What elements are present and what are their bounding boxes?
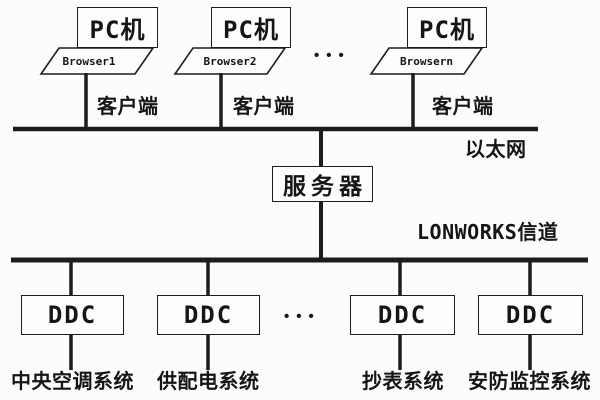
- pc-node-3-label: PC机: [419, 16, 475, 44]
- ddc-node-1-label: DDC: [47, 301, 98, 329]
- controllers-ellipsis: •••: [284, 308, 321, 325]
- pc-node-1: PC机: [77, 7, 158, 48]
- client-role-1-label: 客户端: [97, 96, 159, 118]
- ethernet-label: 以太网: [465, 139, 527, 161]
- clients-ellipsis: •••: [314, 47, 351, 64]
- system-4-label: 安防监控系统: [468, 371, 591, 393]
- browser-3-label: Browsern: [400, 54, 453, 68]
- browser-1-label: Browser1: [62, 54, 116, 68]
- laptop-tray-2-shape: [173, 47, 287, 75]
- pc-node-1-label: PC机: [89, 16, 146, 44]
- ddc-node-3-label: DDC: [377, 301, 428, 329]
- ddc-node-2: DDC: [157, 295, 260, 335]
- ddc-node-4: DDC: [478, 295, 583, 335]
- pc-node-3: PC机: [407, 7, 487, 48]
- server-label: 服务器: [283, 173, 367, 199]
- pc-node-2-label: PC机: [223, 16, 279, 44]
- system-2-label: 供配电系统: [157, 371, 260, 393]
- system-3-label: 抄表系统: [362, 371, 444, 393]
- ddc-node-1: DDC: [21, 295, 124, 335]
- client-role-3-label: 客户端: [432, 96, 494, 118]
- ddc-node-3: DDC: [350, 295, 455, 335]
- client-role-2-label: 客户端: [233, 96, 295, 118]
- ddc-node-2-label: DDC: [183, 301, 234, 329]
- browser-2-label: Browser2: [203, 54, 257, 68]
- laptop-tray-3-shape: [369, 47, 484, 75]
- server-node: 服务器: [272, 166, 373, 202]
- ddc-node-4-label: DDC: [505, 301, 556, 329]
- system-1-label: 中央空调系统: [11, 371, 134, 393]
- pc-node-2: PC机: [211, 7, 291, 48]
- laptop-tray-1-shape: [39, 47, 155, 75]
- lonworks-channel-label: LONWORKS信道: [417, 220, 559, 244]
